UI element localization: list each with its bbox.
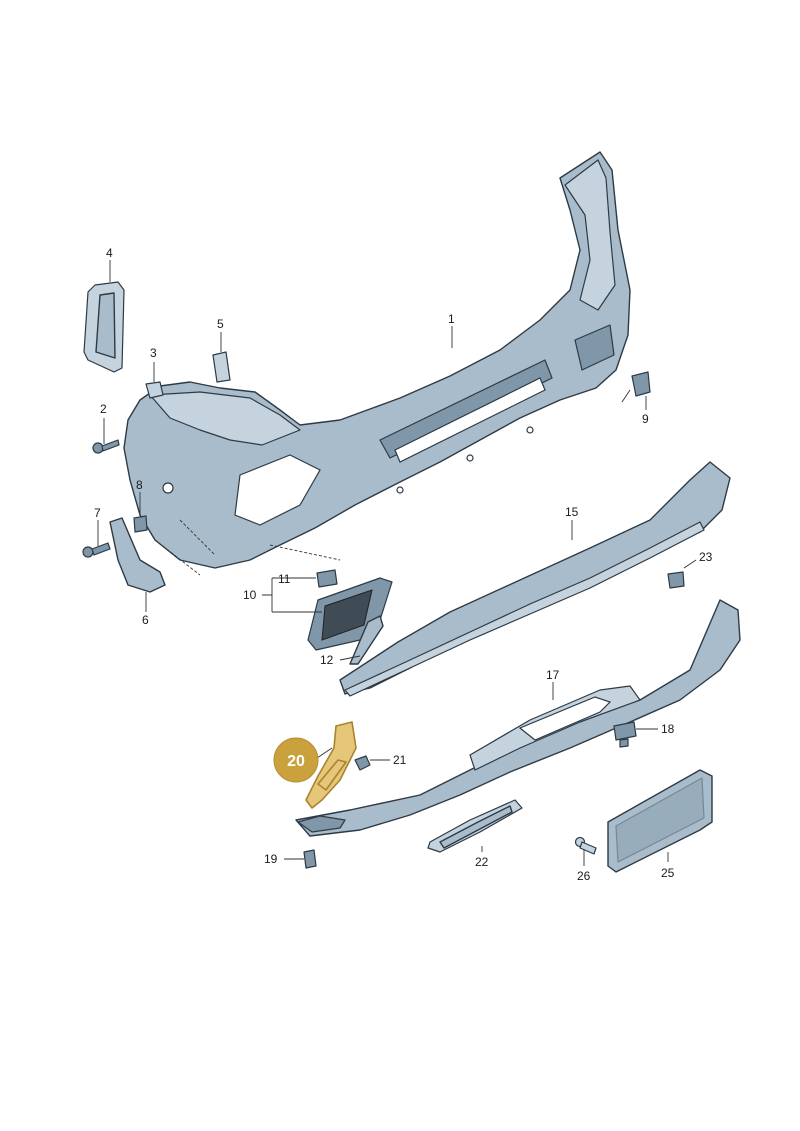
side-guide-part-6	[109, 517, 166, 593]
label-part-7: 7	[94, 506, 101, 520]
lower-spoiler-part-17	[295, 599, 741, 837]
label-part-19: 19	[264, 852, 278, 866]
reinforcement-bracket-part-20	[305, 721, 357, 809]
label-part-21: 21	[393, 753, 407, 767]
label-part-25: 25	[661, 866, 675, 880]
label-part-11: 11	[278, 572, 291, 586]
label-part-26: 26	[577, 869, 591, 883]
label-part-15: 15	[565, 505, 579, 519]
label-part-17: 17	[546, 668, 560, 682]
clip-part-8	[133, 515, 148, 533]
screw-part-2	[92, 439, 120, 454]
screw-part-7	[82, 542, 111, 558]
label-part-12: 12	[320, 653, 334, 667]
screw-part-19	[303, 849, 317, 869]
clip-part-23	[667, 571, 685, 589]
label-part-5: 5	[217, 317, 224, 331]
callouts: 1 2 3 4 5 6 7 8 9 10 11 12 15	[94, 246, 713, 883]
reflector-cover-part-4	[83, 281, 125, 373]
label-part-10: 10	[243, 588, 257, 602]
highlight-badge-part-20	[273, 737, 319, 783]
diffuser-panel-part-15	[339, 461, 731, 697]
bumper-cover-part-1	[123, 151, 631, 576]
tow-eye-cap-part-9	[621, 371, 651, 403]
clip-part-18	[613, 721, 637, 748]
trim-insert-part-22	[427, 799, 523, 853]
label-part-6: 6	[142, 613, 149, 627]
clip-part-3	[145, 381, 164, 399]
label-part-22: 22	[475, 855, 489, 869]
label-part-18: 18	[661, 722, 675, 736]
label-part-3: 3	[150, 346, 157, 360]
license-plate-bracket-part-25	[607, 769, 713, 873]
clip-part-11	[316, 569, 338, 588]
label-part-4: 4	[106, 246, 113, 260]
label-part-1: 1	[448, 312, 455, 326]
screw-part-26	[574, 836, 597, 855]
label-part-2: 2	[100, 402, 107, 416]
bracket-part-5	[212, 351, 231, 383]
label-part-23: 23	[699, 550, 713, 564]
label-part-9: 9	[642, 412, 649, 426]
grille-part-10	[307, 577, 393, 651]
nut-part-21	[354, 755, 371, 771]
label-part-8: 8	[136, 478, 143, 492]
label-part-20: 20	[287, 753, 305, 770]
